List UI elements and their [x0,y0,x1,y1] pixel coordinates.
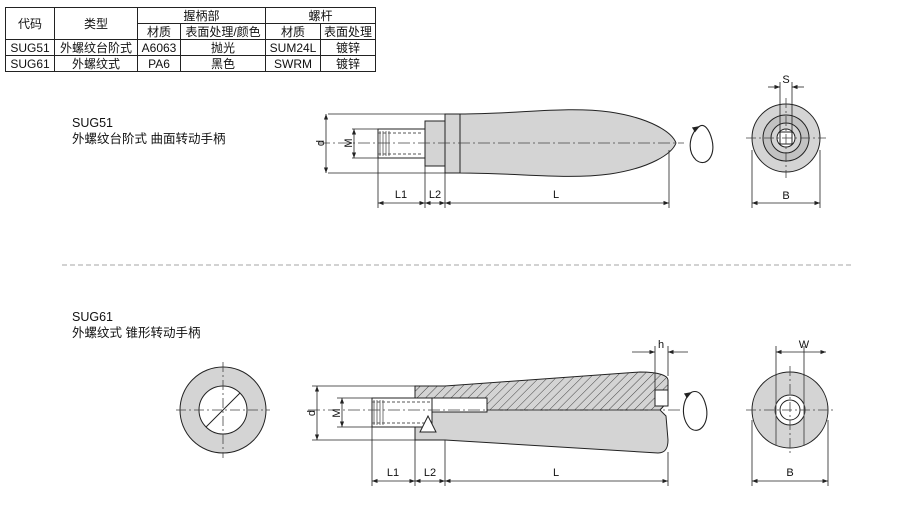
sug51-rotation-icon [689,124,714,164]
sug51-dimensions [323,113,670,208]
header-grip-finish: 表面处理/颜色 [180,23,266,40]
sug61-grip-body [414,409,669,454]
dim-label-B: B [786,467,793,479]
sug61-nut-triangle [419,414,437,433]
table-subheader-row: 材质 表面处理/颜色 材质 表面处理 [6,23,376,40]
sug51-neck [444,113,461,174]
sug61-end-cavity [654,389,669,407]
sug61-end-dims [751,346,829,486]
sug61-thread-stud [371,397,433,428]
header-screw-material: 材质 [265,23,321,40]
sug61-left-end-view [179,366,267,454]
dim-label-M: M [331,408,343,417]
cell-grip-material: A6063 [137,39,181,56]
cell-grip-finish: 黑色 [180,55,266,72]
cell-grip-material: PA6 [137,55,181,72]
cell-type: 外螺纹式 [54,55,138,72]
sug51-end-dims [751,82,821,208]
sug51-step-collar [424,120,446,167]
product-code-sug51: SUG51 [72,116,113,130]
cell-code: SUG61 [5,55,55,72]
sug61-dimensions [312,346,688,486]
dim-label-L1: L1 [387,467,399,479]
dim-label-B: B [782,190,789,202]
cell-type: 外螺纹台阶式 [54,39,138,56]
dim-label-h: h [658,339,664,351]
table-row: SUG51 外螺纹台阶式 A6063 抛光 SUM24L 镀锌 [5,39,376,56]
sug61-thread-lines [373,400,384,425]
dim-label-M: M [343,138,355,147]
product-desc-sug51: 外螺纹台阶式 曲面转动手柄 [72,132,226,146]
cell-screw-material: SWRM [265,55,321,72]
header-screw-finish: 表面处理 [320,23,376,40]
dim-label-L: L [553,467,559,479]
sug61-rotation-icon [682,390,708,431]
dim-label-d: d [315,140,327,146]
dim-label-S: S [782,74,789,86]
caption-sug51: SUG51 外螺纹台阶式 曲面转动手柄 [72,115,225,147]
table-row: SUG61 外螺纹式 PA6 黑色 SWRM 镀锌 [5,55,376,72]
header-type: 类型 [54,7,138,40]
spec-table: 代码 类型 握柄部 螺杆 材质 表面处理/颜色 材质 表面处理 SUG51 外螺… [5,7,376,72]
dim-label-W: W [799,339,810,351]
cell-grip-finish: 抛光 [180,39,266,56]
dim-label-L: L [553,189,559,201]
header-code: 代码 [5,7,55,40]
dim-label-L1: L1 [395,189,407,201]
product-code-sug61: SUG61 [72,310,113,324]
dim-label-L2: L2 [429,189,441,201]
product-desc-sug61: 外螺纹式 锥形转动手柄 [72,326,201,340]
caption-sug61: SUG61 外螺纹式 锥形转动手柄 [72,309,200,341]
dim-label-L2: L2 [424,467,436,479]
dim-label-d: d [306,410,318,416]
sug51-thread-lines [379,131,390,156]
cell-screw-finish: 镀锌 [320,55,376,72]
sug61-side-view [371,371,669,454]
